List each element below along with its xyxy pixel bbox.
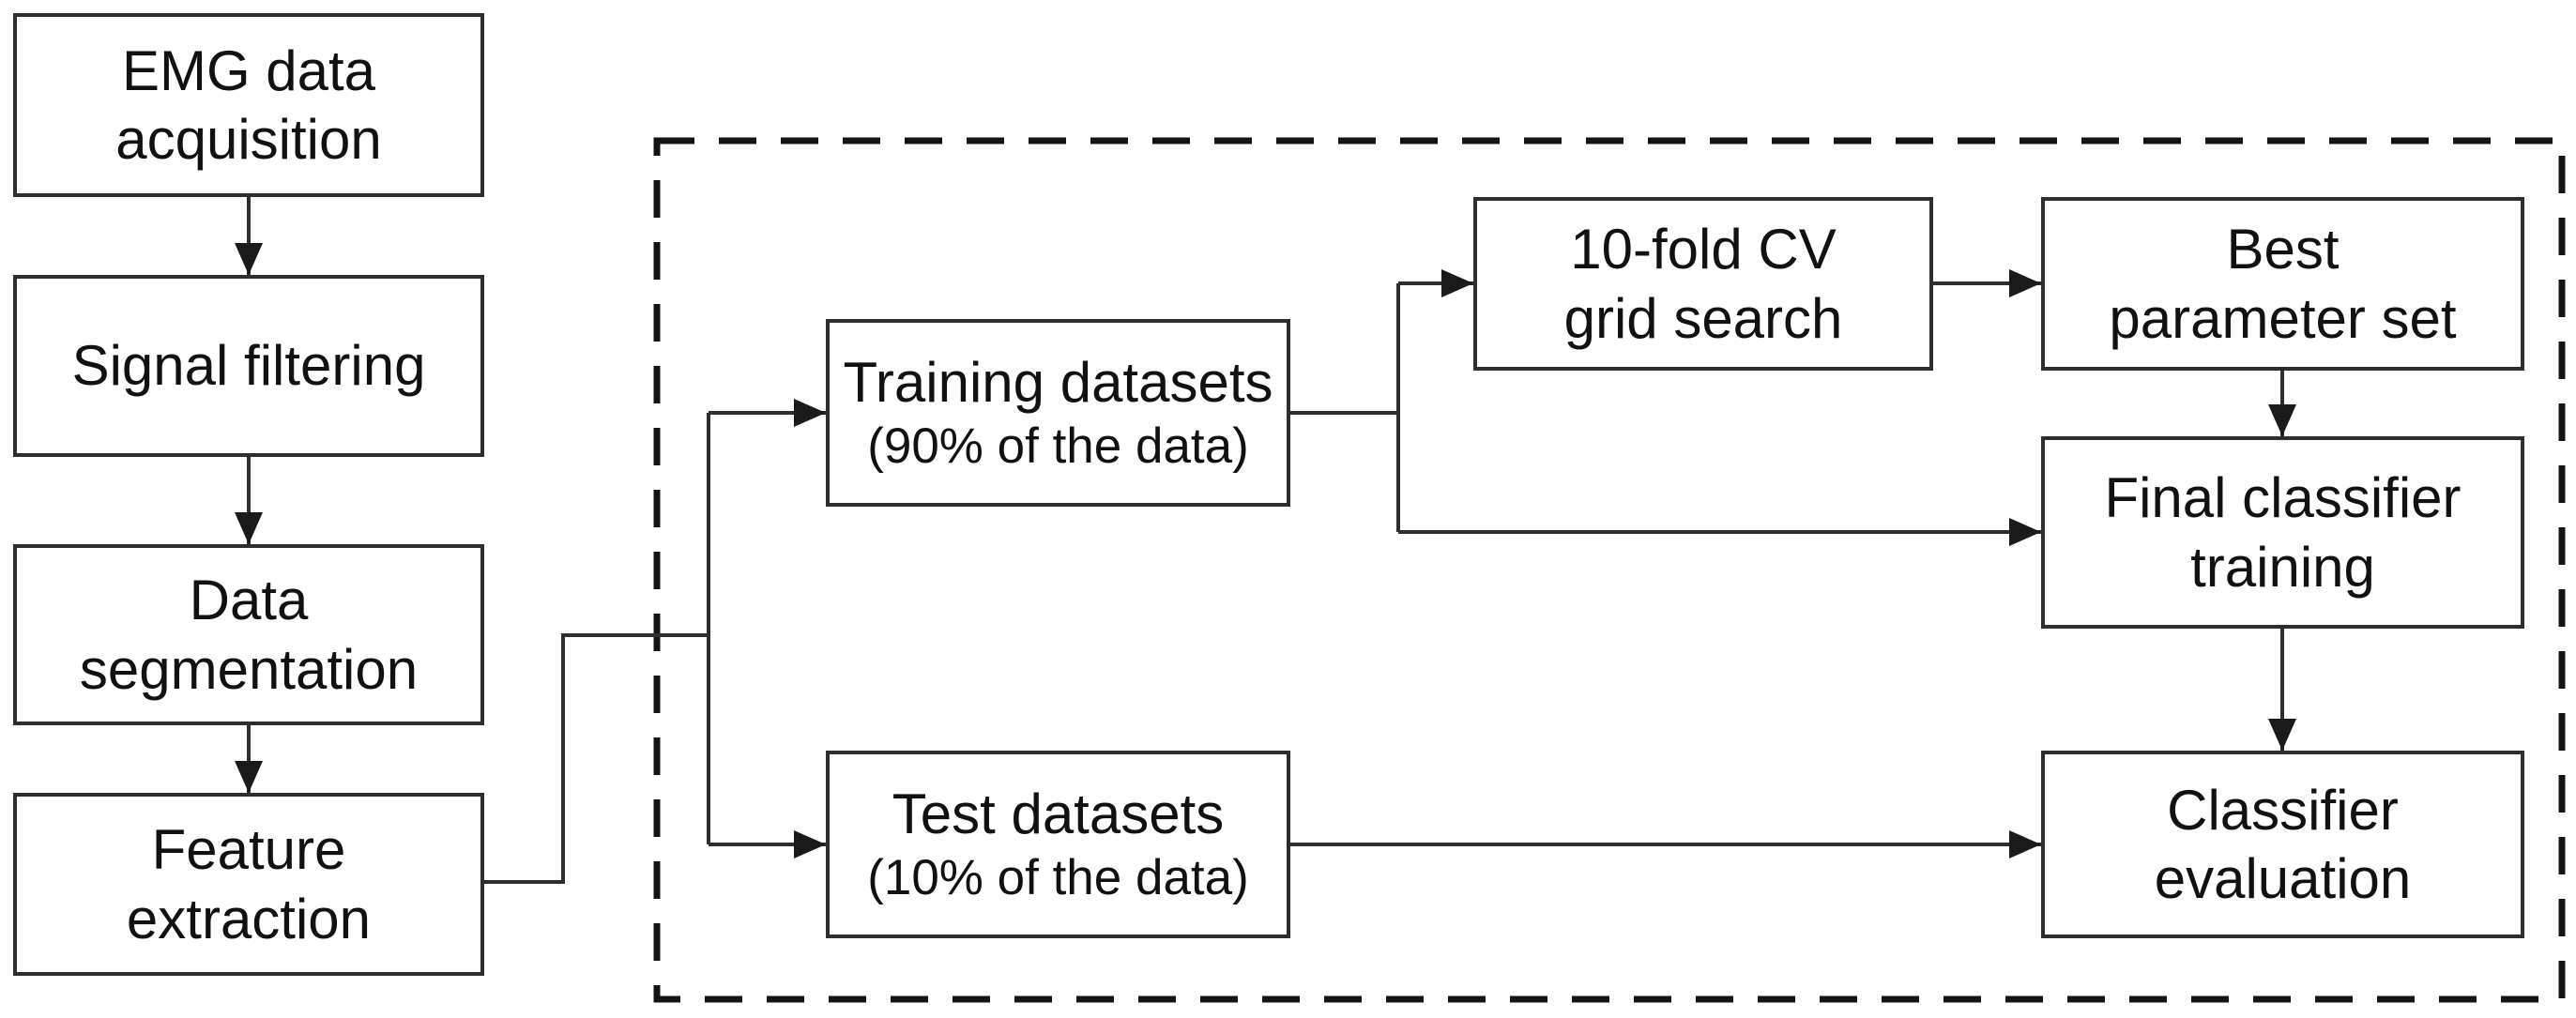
node-label-line: parameter set xyxy=(2109,286,2457,350)
node-label-line: Test datasets xyxy=(892,782,1225,846)
node-cv-grid-search: 10-fold CV grid search xyxy=(1473,197,1933,371)
node-label-line: Signal filtering xyxy=(71,334,426,398)
node-label-line: Classifier xyxy=(2167,778,2399,842)
node-label-line: Feature xyxy=(151,818,346,882)
node-label-line: acquisition xyxy=(115,108,382,171)
node-data-segmentation: Data segmentation xyxy=(13,544,484,725)
node-label-line: Data xyxy=(189,569,309,632)
node-label-line: EMG data xyxy=(121,38,376,102)
node-label-line: segmentation xyxy=(79,637,419,701)
node-label-line: extraction xyxy=(126,887,372,950)
node-label-line: 10-fold CV xyxy=(1570,218,1837,281)
node-test-datasets: Test datasets (10% of the data) xyxy=(826,751,1290,938)
dashed-boundary xyxy=(653,137,2566,1003)
node-label-line: grid search xyxy=(1563,286,1843,350)
node-best-parameter-set: Best parameter set xyxy=(2041,197,2524,371)
node-feature-extraction: Feature extraction xyxy=(13,793,484,976)
node-label-subline: (10% of the data) xyxy=(867,850,1249,906)
node-label-line: evaluation xyxy=(2154,847,2412,910)
node-training-datasets: Training datasets (90% of the data) xyxy=(826,319,1290,507)
node-signal-filtering: Signal filtering xyxy=(13,275,484,457)
node-label-subline: (90% of the data) xyxy=(867,418,1249,475)
node-final-classifier-training: Final classifier training xyxy=(2041,436,2524,629)
edge-feature-split-feed xyxy=(484,633,709,884)
node-emg-data-acquisition: EMG data acquisition xyxy=(13,13,484,197)
node-label-line: Final classifier xyxy=(2104,466,2462,530)
node-label-line: Best xyxy=(2226,218,2340,281)
node-label-line: training xyxy=(2190,535,2375,599)
node-classifier-evaluation: Classifier evaluation xyxy=(2041,751,2524,938)
node-label-line: Training datasets xyxy=(843,351,1273,415)
